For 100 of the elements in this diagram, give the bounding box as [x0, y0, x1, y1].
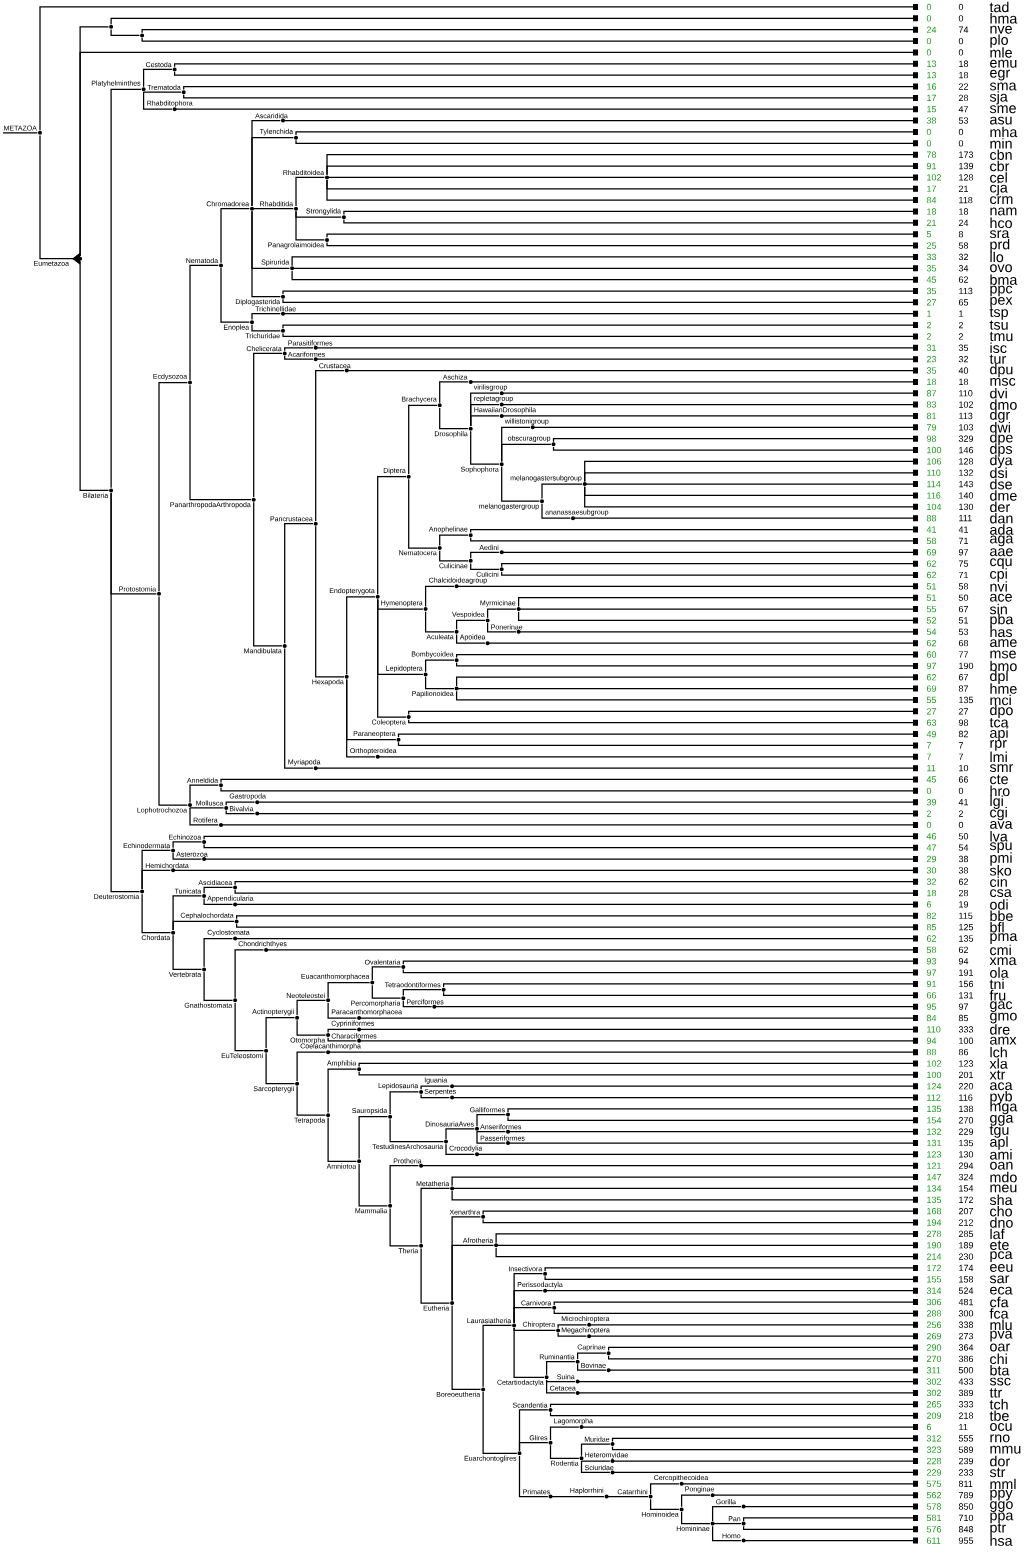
branch [743, 1503, 918, 1510]
count: 19 [959, 901, 969, 908]
species-code: ovo [990, 264, 1012, 273]
count: 0 [926, 787, 932, 794]
branch [501, 466, 540, 502]
branch [220, 776, 918, 784]
count: 45 [926, 276, 937, 283]
count: 31 [926, 344, 937, 351]
count: 1 [927, 310, 932, 317]
species-code: fca [989, 1308, 1009, 1319]
count: 329 [958, 435, 974, 442]
count: 273 [958, 1332, 974, 1340]
count: 58 [958, 583, 969, 590]
count: 138 [959, 1105, 974, 1113]
branch [110, 492, 141, 893]
branch [549, 1401, 918, 1408]
count: 35 [926, 367, 937, 374]
species-code: cte [990, 774, 1008, 785]
species-code: sin [989, 603, 1007, 615]
count: 214 [926, 1253, 942, 1260]
species-code: mdo [990, 1171, 1017, 1183]
branch [549, 1411, 918, 1419]
branch [608, 1367, 918, 1374]
count: 41 [958, 799, 969, 806]
species-code: llo [990, 251, 1004, 263]
branch [189, 807, 219, 826]
count: 58 [958, 242, 969, 249]
count: 128 [959, 458, 974, 465]
branch [518, 628, 918, 635]
count: 40 [958, 367, 969, 374]
count: 123 [959, 1060, 974, 1067]
species-code: egr [990, 69, 1010, 81]
species-code: pca [990, 1251, 1013, 1262]
branch [282, 332, 918, 340]
count: 85 [926, 924, 937, 931]
count: 55 [926, 605, 937, 613]
count: 47 [958, 106, 968, 113]
species-code: oar [990, 1343, 1010, 1352]
count: 0 [926, 37, 932, 45]
count: 2 [958, 810, 963, 817]
count: 35 [958, 344, 969, 351]
count: 62 [958, 946, 968, 954]
branch [518, 1455, 549, 1498]
species-code: dwi [990, 422, 1010, 433]
branch [487, 608, 517, 619]
branch [173, 71, 918, 79]
branch [220, 208, 250, 264]
branch [358, 1026, 918, 1033]
branch [408, 719, 918, 726]
count: 98 [926, 435, 937, 442]
branch [577, 1389, 918, 1396]
branch [606, 1495, 649, 1498]
branch [371, 966, 402, 981]
count: 5 [926, 231, 932, 238]
branch [451, 1190, 918, 1203]
species-code: aga [990, 535, 1014, 547]
branch [203, 843, 918, 851]
count: 79 [926, 424, 937, 431]
count: 0 [958, 787, 964, 794]
branch [189, 384, 252, 501]
count: 314 [926, 1287, 942, 1294]
branch [518, 1442, 549, 1452]
count: 27 [926, 708, 936, 715]
branch [501, 412, 918, 419]
count: 18 [959, 72, 969, 79]
count: 131 [927, 1139, 942, 1147]
branch [265, 1017, 296, 1049]
count: 118 [959, 196, 973, 204]
branch [451, 1094, 918, 1101]
species-code: gac [990, 1001, 1013, 1013]
branch [295, 128, 918, 136]
branch [408, 708, 918, 715]
count: 218 [958, 1412, 974, 1419]
count: 229 [926, 1469, 942, 1476]
branch [172, 934, 203, 971]
branch [326, 241, 918, 249]
branch [377, 476, 407, 595]
count: 102 [927, 1060, 942, 1067]
species-code: pba [990, 613, 1014, 628]
branch [291, 270, 918, 283]
branch [650, 1498, 680, 1510]
branch [439, 381, 469, 404]
species-code: odi [990, 899, 1008, 910]
branch [343, 208, 918, 216]
branch [455, 651, 918, 659]
species-code: dno [990, 1217, 1013, 1228]
species-code: ete [990, 1240, 1009, 1250]
branch [203, 937, 234, 968]
count: 39 [926, 799, 937, 806]
branch [284, 647, 314, 769]
branch [443, 980, 918, 988]
branch [445, 1143, 475, 1155]
branch [455, 619, 486, 630]
species-code: msc [990, 377, 1016, 386]
species-code: isc [990, 342, 1007, 354]
branch [327, 1002, 358, 1019]
species-code: rpr [990, 740, 1007, 751]
count: 113 [959, 412, 973, 420]
branch [251, 208, 294, 210]
branch [501, 560, 918, 568]
